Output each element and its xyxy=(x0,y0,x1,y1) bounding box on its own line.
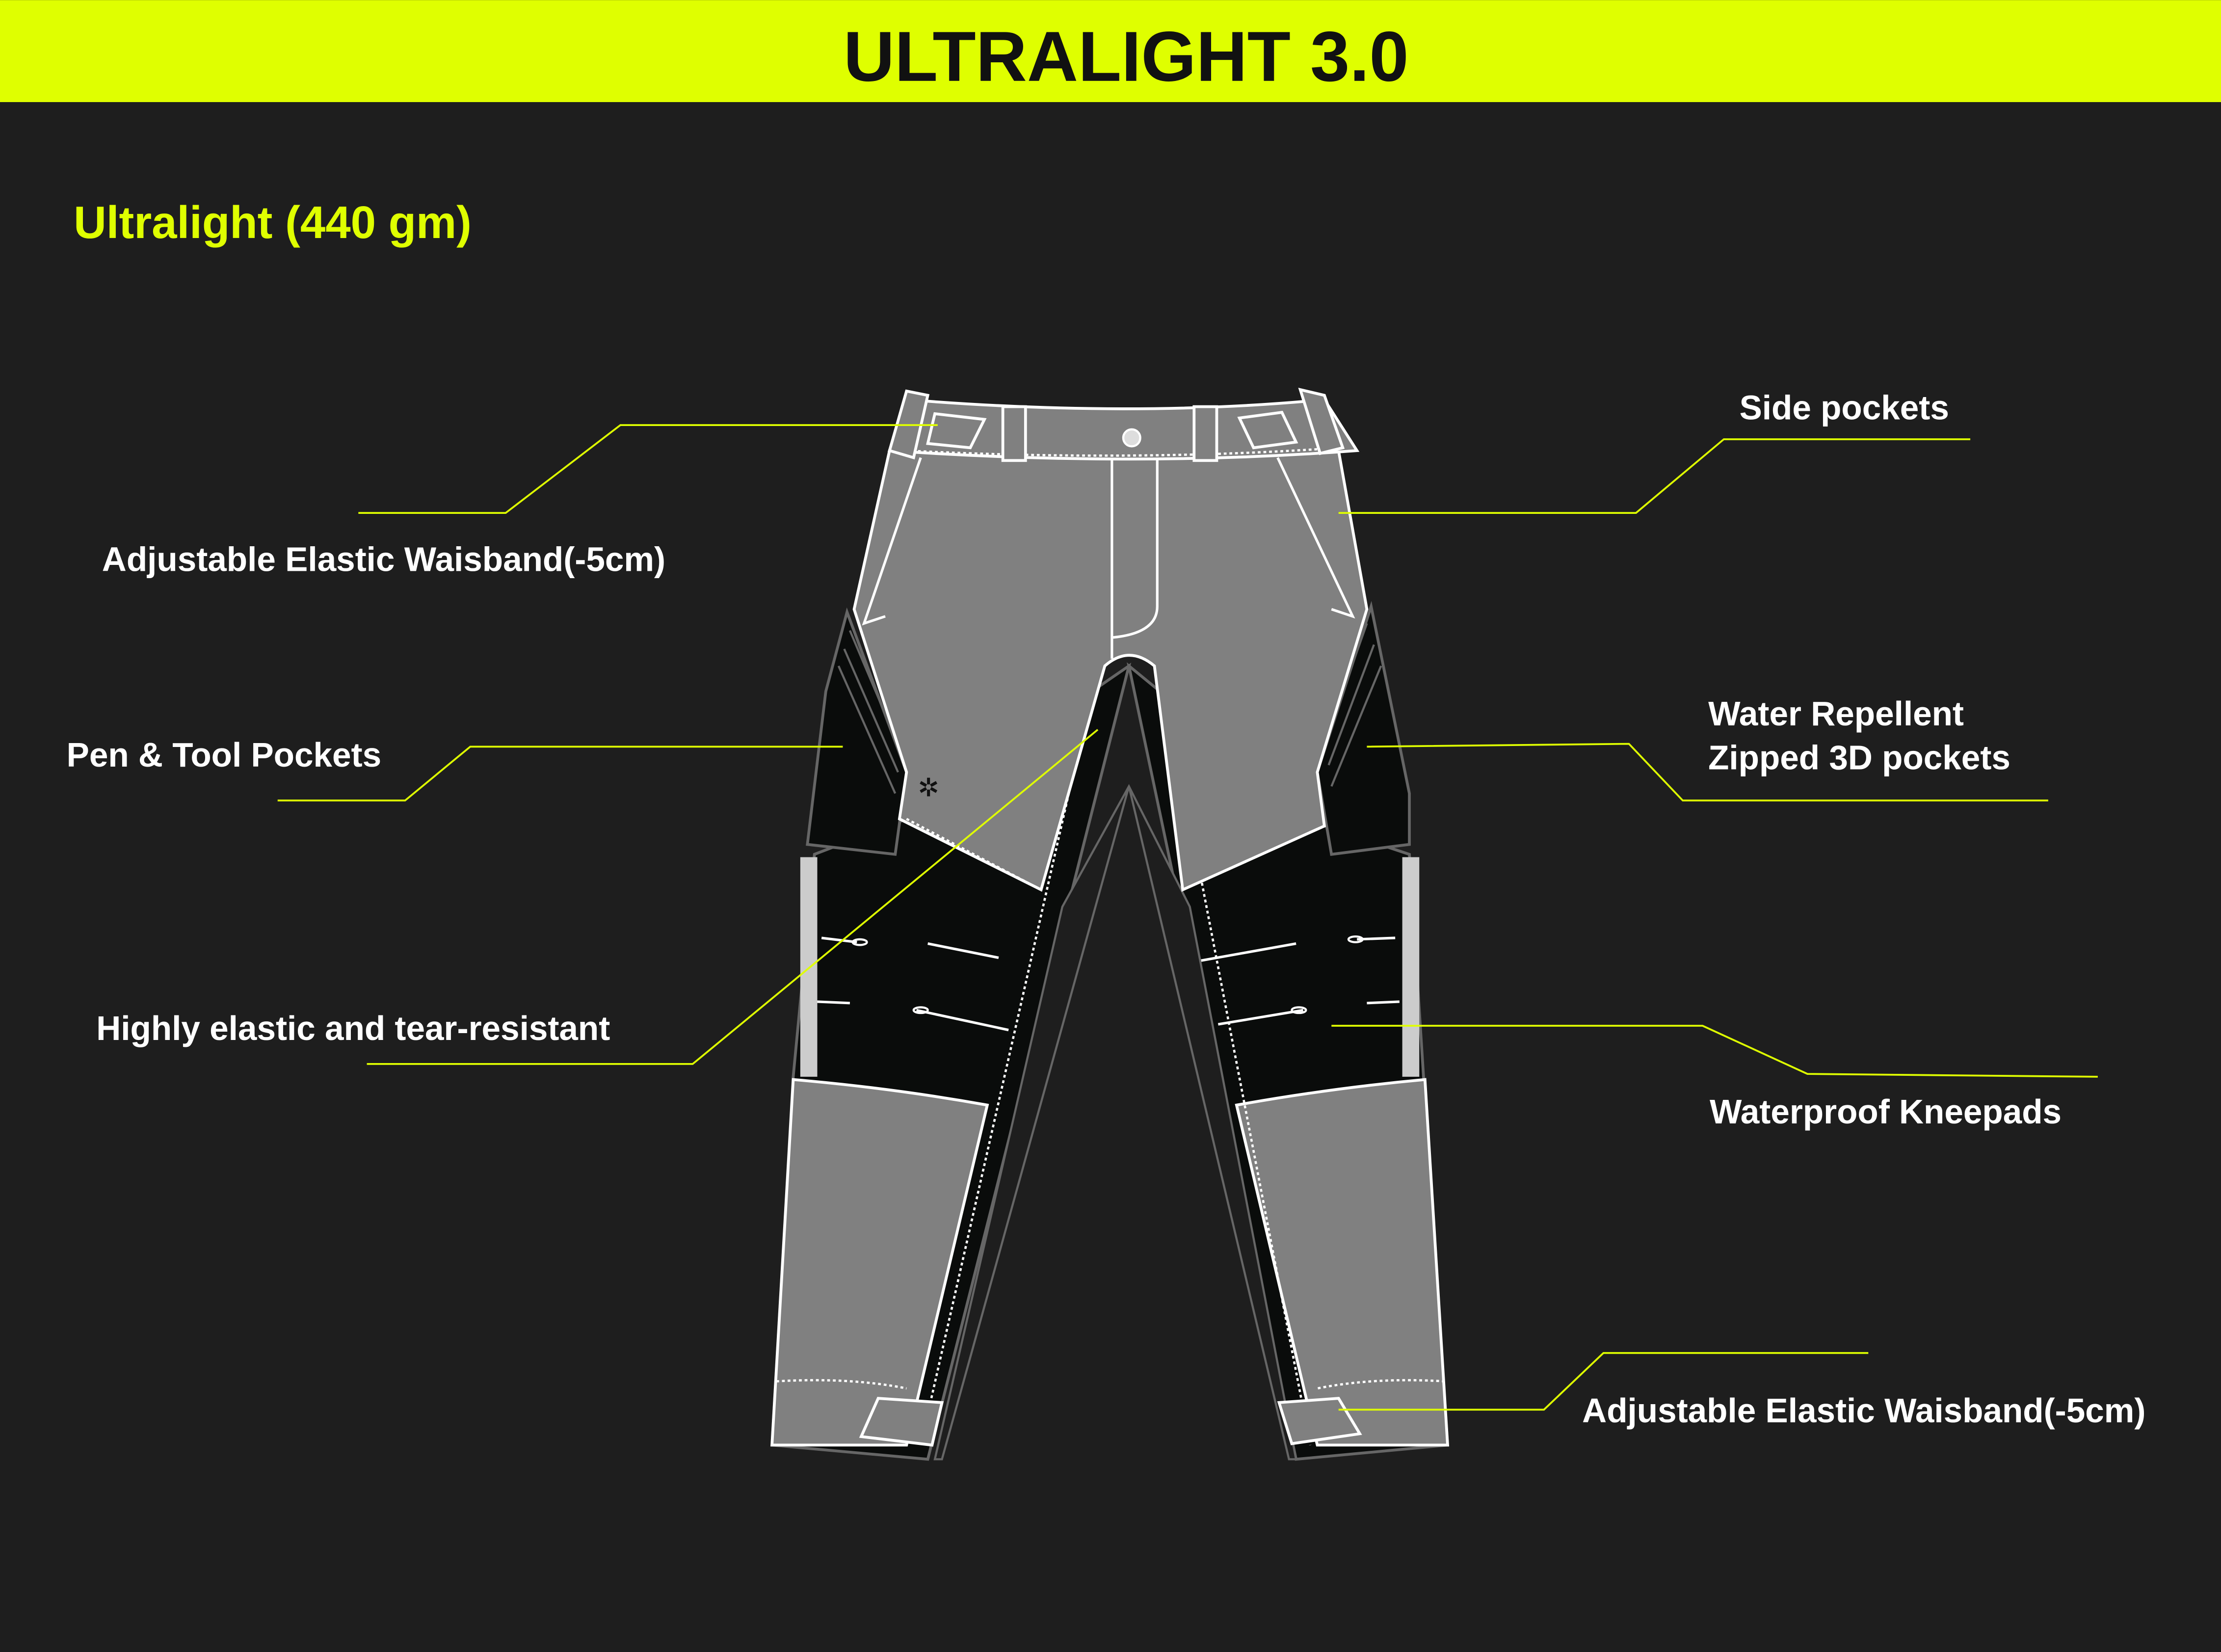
pants-illustration: ✲ xyxy=(770,387,1450,1461)
callout-side-pockets: Side pockets xyxy=(1740,389,1949,427)
header-bar xyxy=(0,0,2221,103)
button-icon xyxy=(1122,428,1141,448)
belt-loops xyxy=(888,387,1345,462)
page-title: ULTRALIGHT 3.0 xyxy=(844,17,1409,96)
callout-pen-tool-pockets: Pen & Tool Pockets xyxy=(67,736,381,774)
callout-hem-adjust: Adjustable Elastic Waisband(-5cm) xyxy=(1582,1391,2145,1430)
fly xyxy=(1110,456,1159,659)
right-knee-strip xyxy=(1402,857,1420,1077)
right-side-pocket xyxy=(1276,457,1355,619)
callout-water-repellent-2: Zipped 3D pockets xyxy=(1708,739,2010,777)
hip-panel xyxy=(852,449,1369,892)
leader-lines xyxy=(277,424,2098,1411)
weight-subtitle: Ultralight (440 gm) xyxy=(74,197,472,248)
callout-elastic: Highly elastic and tear-resistant xyxy=(96,1009,610,1047)
crotch-gap xyxy=(933,784,1297,1461)
left-side-pocket xyxy=(862,457,922,626)
brand-logo-icon: ✲ xyxy=(918,773,939,802)
left-hem-tab xyxy=(859,1397,944,1447)
right-lower-panel xyxy=(1235,1078,1450,1447)
callout-waistband: Adjustable Elastic Waisband(-5cm) xyxy=(102,540,665,578)
kneepad-details xyxy=(817,935,1400,1032)
left-lower-panel xyxy=(770,1078,989,1447)
callout-kneepads: Waterproof Kneepads xyxy=(1710,1092,2062,1131)
callout-water-repellent-1: Water Repellent xyxy=(1708,694,1964,733)
